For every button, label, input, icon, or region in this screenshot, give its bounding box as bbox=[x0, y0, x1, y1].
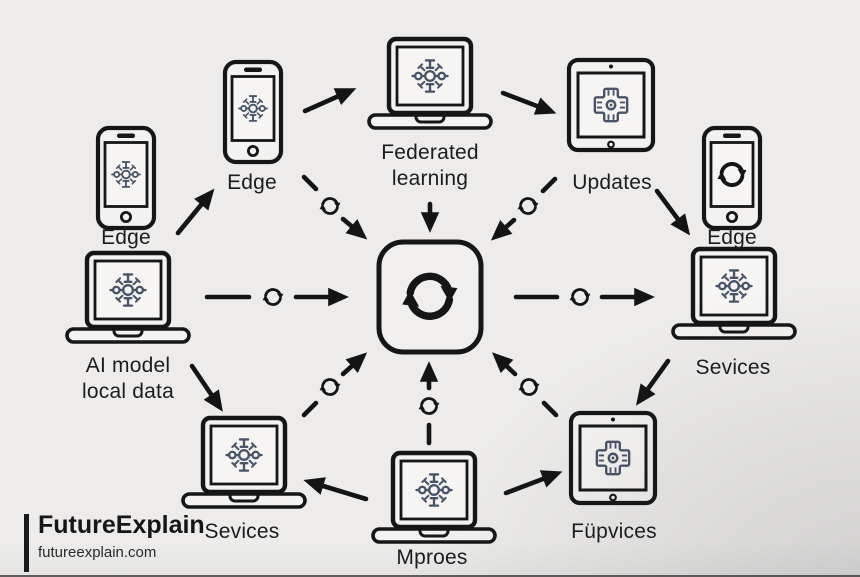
label-laptop-left: AI model local data bbox=[82, 354, 174, 403]
phone-top-device bbox=[222, 59, 284, 165]
label-laptop-top: Federated learning bbox=[381, 141, 479, 190]
laptop-bottom-left-device bbox=[176, 415, 312, 513]
arrow-phone-left-to-phone-top bbox=[175, 188, 215, 236]
tablet-bottom-right-device bbox=[568, 410, 658, 506]
phone-left-device bbox=[95, 125, 157, 231]
label-tablet-bottom-right: Füpvices bbox=[571, 520, 657, 543]
label-phone-top: Edge bbox=[227, 171, 277, 194]
label-phone-right: Edge bbox=[707, 226, 757, 249]
arrow-laptop-right-to-tablet-bottom bbox=[635, 358, 671, 406]
sync-icon bbox=[517, 378, 541, 396]
label-laptop-right: Sevices bbox=[695, 356, 771, 379]
sync-arrow-bottomleft-tail bbox=[301, 400, 319, 418]
sync-arrow-topright-head bbox=[490, 217, 517, 241]
sync-icon bbox=[261, 288, 285, 306]
arrow-laptop-left-to-laptop-bottom-left bbox=[189, 363, 223, 412]
sync-arrow-topleft-tail bbox=[301, 174, 319, 192]
sync-icon bbox=[417, 397, 441, 415]
sync-arrow-bottomleft-head bbox=[340, 352, 368, 377]
arrow-laptop-bottom-to-laptop-bottom-left bbox=[303, 477, 369, 502]
sync-icon bbox=[318, 378, 342, 396]
arrow-laptop-top-to-tablet bbox=[500, 90, 557, 115]
phone-right-device bbox=[701, 125, 763, 231]
label-laptop-bottom: Mproes bbox=[396, 546, 468, 569]
sync-icon bbox=[568, 288, 592, 306]
sync-icon bbox=[516, 197, 540, 215]
label-phone-left: Edge bbox=[101, 226, 151, 249]
branding-site: futureexplain.com bbox=[38, 544, 157, 561]
laptop-left-device bbox=[60, 250, 196, 348]
sync-arrow-topright-tail bbox=[540, 176, 558, 194]
branding-divider bbox=[24, 514, 29, 572]
laptop-right-device bbox=[666, 246, 802, 344]
label-laptop-bottom-left: Sevices bbox=[204, 520, 280, 543]
arrow-updates-to-phone-right bbox=[654, 188, 691, 236]
sync-arrow-topleft-head bbox=[340, 216, 368, 240]
sync-arrow-bottomright-tail bbox=[541, 400, 559, 418]
branding-name: FutureExplain bbox=[38, 511, 205, 539]
central-sync-hub bbox=[376, 239, 484, 355]
bottom-edge-line bbox=[0, 575, 860, 577]
phone-outline bbox=[704, 128, 760, 228]
label-tablet-top-right: Updates bbox=[572, 171, 652, 194]
arrow-laptop-bottom-to-tablet-bottom bbox=[503, 470, 563, 496]
laptop-bottom-device bbox=[366, 450, 502, 548]
laptop-top-device bbox=[362, 36, 498, 134]
sync-icon bbox=[318, 197, 342, 215]
arrow-phone-top-to-laptop-top bbox=[302, 88, 357, 114]
tablet-top-right-device bbox=[566, 57, 656, 153]
sync-arrow-bottomright-head bbox=[491, 352, 518, 377]
